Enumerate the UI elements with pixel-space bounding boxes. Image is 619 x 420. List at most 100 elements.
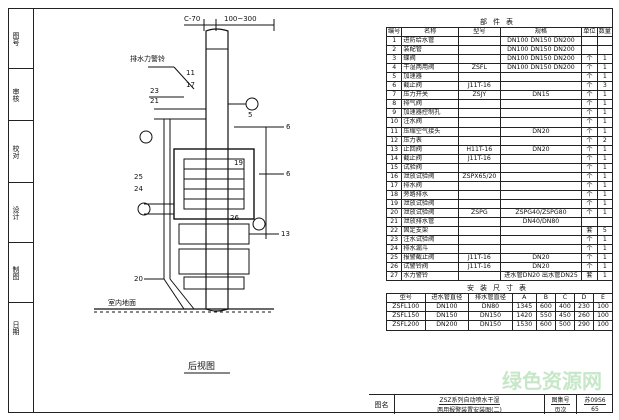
table-cell: 5 [385, 72, 403, 83]
table-cell: DN100 DN150 DN200 [499, 54, 583, 65]
column-header: 单位 [581, 26, 598, 38]
table-cell: 个 [581, 180, 598, 191]
table-cell [581, 45, 598, 56]
table-cell [458, 271, 501, 282]
table-cell: 1 [596, 271, 614, 282]
lower-flange [183, 276, 245, 290]
table-cell: 23 [385, 235, 403, 246]
main-riser-pipe [205, 28, 229, 312]
table-cell: DN15 [499, 90, 583, 101]
sidebar-label: 设计 [12, 205, 20, 220]
callout-label: 排水力警铃 [130, 54, 165, 63]
table-cell: J11T-16 [458, 253, 501, 264]
table-cell: 19 [385, 198, 403, 209]
table-cell: 压力表 [401, 135, 460, 146]
table-cell: 泄放试验阀 [401, 171, 460, 182]
table-cell [458, 135, 501, 146]
column-header: 规格 [499, 26, 583, 38]
table-cell [458, 189, 501, 200]
drawing-title: ZSZ系列自动喷水干湿 两用报警装置安装图(二) [395, 395, 545, 414]
callout-number: 6 [286, 170, 291, 178]
table-cell: 24 [385, 244, 403, 255]
table-cell: 6 [385, 81, 403, 92]
table-cell: 个 [581, 189, 598, 200]
table-cell [499, 180, 583, 191]
callout-number: 11 [186, 69, 195, 77]
sidebar-label: 图号 [12, 31, 20, 46]
table-cell: 12 [385, 135, 403, 146]
table-cell: 3 [385, 54, 403, 65]
sidebar-label: 制图 [12, 265, 20, 280]
sidebar-cell: 制图 [9, 243, 33, 303]
page-label: 页次 [554, 407, 567, 414]
atlas-value: 苏09S6 [584, 397, 606, 405]
table-cell: 压力开关 [401, 90, 460, 101]
table-cell: 1 [596, 99, 614, 110]
table-cell: 22 [385, 226, 403, 237]
table-cell: 干湿两用阀 [401, 63, 460, 74]
table-cell: DN100 DN150 DN200 [499, 36, 583, 47]
callout-number: 25 [134, 173, 143, 181]
table-cell: 1530 [511, 320, 537, 331]
table-cell: 400 [554, 302, 575, 313]
table-cell [499, 108, 583, 119]
table-cell: 排水阀 [401, 180, 460, 191]
table-cell [458, 180, 501, 191]
table-cell: 2 [385, 45, 403, 56]
column-header: 名称 [401, 26, 460, 38]
table-cell: 9 [385, 108, 403, 119]
table-cell: 1 [596, 253, 614, 264]
table-cell: J11T-16 [458, 81, 501, 92]
table-cell: 1 [596, 126, 614, 137]
table-cell [499, 99, 583, 110]
table-cell: 1420 [511, 311, 537, 322]
table-cell [499, 226, 583, 237]
table-cell: 1 [596, 262, 614, 273]
table-cell [458, 235, 501, 246]
table-cell: 1 [596, 72, 614, 83]
table-cell: 1345 [511, 302, 537, 313]
table-cell: 止回阀 [401, 144, 460, 155]
sidebar-label: 审核 [12, 87, 20, 102]
table-cell [581, 36, 598, 47]
title-label: 图名 [369, 395, 395, 414]
table-cell: DN20 [499, 262, 583, 273]
table-cell: 100 [592, 320, 614, 331]
table-cell: 15 [385, 162, 403, 173]
table-cell: 个 [581, 244, 598, 255]
table-cell: 1 [385, 36, 403, 47]
table-cell: DN100 DN150 DN200 [499, 45, 583, 56]
dimension-label: C-70 [184, 15, 200, 23]
table-cell: 排气阀 [401, 99, 460, 110]
handwheel-icon [137, 202, 151, 216]
table-cell: 1 [596, 117, 614, 128]
table-cell [499, 135, 583, 146]
table-cell: 1 [596, 180, 614, 191]
table-cell: 1 [596, 198, 614, 209]
size-table-caption: 安装尺寸表 [467, 284, 532, 293]
sidebar-cell: 设计 [9, 183, 33, 243]
table-cell: 水力警铃 [401, 271, 460, 282]
table-cell: 个 [581, 126, 598, 137]
table-cell: ZSPG [458, 207, 501, 218]
title-meta-labels: 图集号 页次 [545, 395, 577, 414]
drain-bend [163, 278, 185, 310]
table-cell: 个 [581, 135, 598, 146]
table-cell: 截止阀 [401, 81, 460, 92]
table-cell: 100 [592, 302, 614, 313]
sidebar-label: 日期 [12, 321, 20, 335]
table-cell: 1 [596, 171, 614, 182]
